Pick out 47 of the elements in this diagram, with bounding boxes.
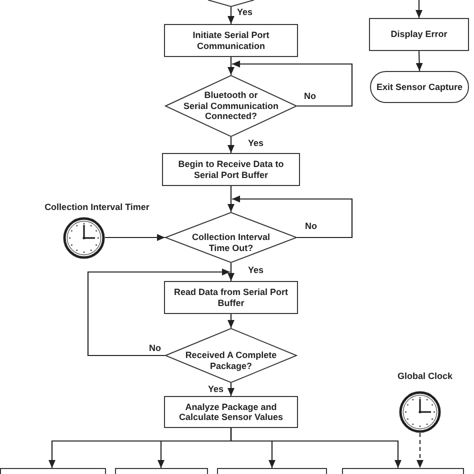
edge-label: No: [149, 344, 161, 353]
process-box: [162, 153, 300, 186]
decision-diamond: [165, 212, 297, 263]
process-box: [115, 468, 208, 474]
arrow: [228, 263, 234, 281]
step-label: Initiate Serial Port Communication: [192, 30, 270, 51]
dashed-arrow: [416, 433, 424, 468]
clock-caption: Collection Interval Timer: [44, 202, 150, 212]
step-label: Read Data from Serial Port Buffer: [173, 287, 289, 308]
arrow: [228, 7, 234, 24]
process-box: [217, 468, 327, 474]
decision-label: Collection Interval Time Out?: [190, 232, 272, 253]
arrow: [228, 186, 234, 212]
arrow: [105, 234, 165, 241]
edge-label: Yes: [237, 8, 253, 17]
step-label: Display Error: [390, 29, 448, 40]
process-box: [164, 396, 298, 428]
decision-label: Received A Complete Package?: [184, 350, 278, 371]
arrow: [416, 0, 422, 18]
decision-diamond: [165, 75, 297, 137]
arrow: [228, 383, 234, 396]
process-box: [0, 468, 106, 474]
decision-diamond: [208, 0, 254, 7]
arrow: [228, 137, 234, 153]
process-box: [369, 18, 469, 51]
decision-label: Bluetooth or Serial Communication Connected?: [182, 90, 280, 122]
process-box: [342, 468, 464, 474]
arrow: [228, 57, 234, 75]
arrow: [232, 60, 353, 107]
edge-label: No: [304, 92, 316, 101]
edge-label: No: [305, 222, 317, 231]
arrow: [87, 268, 230, 356]
edge-label: Yes: [248, 139, 264, 148]
arrow: [416, 50, 423, 72]
arrow: [228, 314, 234, 328]
step-label: Exit Sensor Capture: [376, 82, 463, 92]
arrow: [232, 196, 353, 238]
edge-label: Yes: [208, 385, 224, 394]
terminator-box: [370, 71, 469, 103]
edge-label: Yes: [248, 266, 264, 275]
process-box: [164, 24, 298, 57]
process-box: [164, 281, 298, 314]
decision-diamond: [165, 328, 297, 383]
clock-caption: Global Clock: [396, 371, 454, 382]
step-label: Analyze Package and Calculate Sensor Values: [178, 402, 284, 422]
step-label: Begin to Receive Data to Serial Port Buffer: [177, 159, 285, 180]
arrow: [230, 428, 402, 468]
